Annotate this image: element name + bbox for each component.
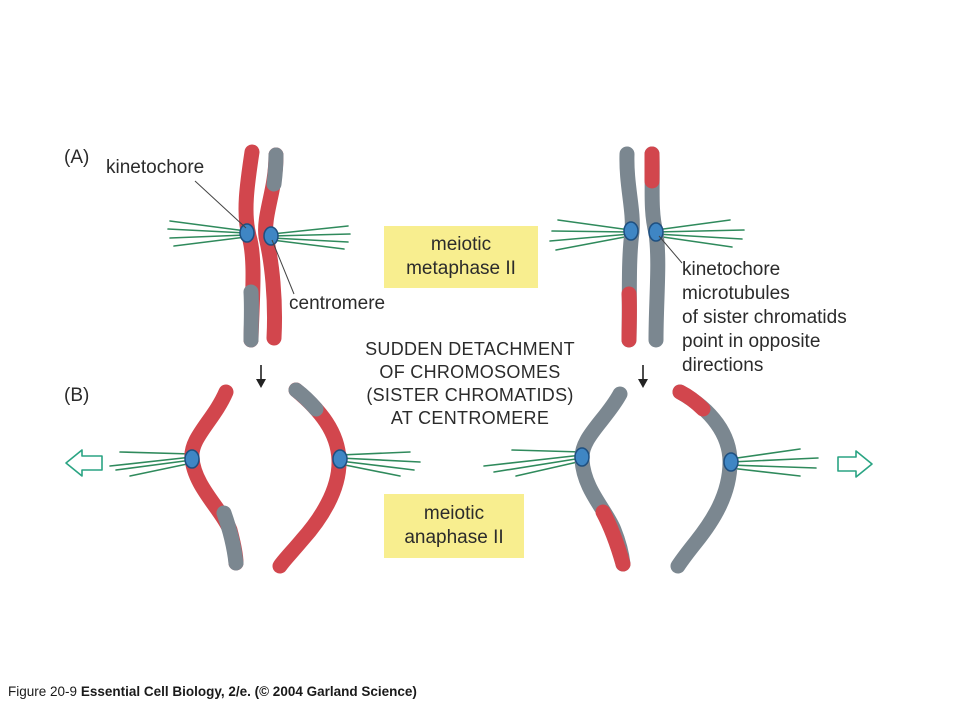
kinetochore xyxy=(723,452,739,472)
panel-b-label: (B) xyxy=(64,385,90,406)
chromatid-gray-tip xyxy=(216,505,244,571)
kinetochore xyxy=(184,449,200,469)
detachment-label: SUDDEN DETACHMENT OF CHROMOSOMES (SISTER… xyxy=(365,339,575,428)
kinetochore xyxy=(574,447,590,467)
leader-lines xyxy=(194,180,683,295)
metaphase-label-box: meiotic metaphase II xyxy=(384,226,538,288)
chromatid-red-tip xyxy=(672,384,711,417)
anaphase-label-box: meiotic anaphase II xyxy=(384,494,524,558)
left-arrow-icon xyxy=(65,449,103,477)
down-arrows xyxy=(256,365,648,388)
kinetochore-left xyxy=(239,223,255,243)
kinetochore xyxy=(332,449,348,469)
kinetochore-left xyxy=(623,221,639,241)
metaphase-left-chromosome xyxy=(167,144,351,348)
chromatid-gray-tip-right xyxy=(266,147,284,192)
chromatid-gray xyxy=(670,384,738,574)
kinetochore-label: kinetochore xyxy=(106,157,205,178)
anaphase-chromatid-4 xyxy=(670,384,819,574)
anaphase-chromatid-2 xyxy=(272,382,421,574)
microtubules-left-chromosome xyxy=(167,220,351,250)
microtubules-right-chromosome xyxy=(549,219,745,251)
anaphase-chromatid-1 xyxy=(109,384,244,571)
panel-a-label: (A) xyxy=(64,147,90,168)
chromatid-red-tip xyxy=(595,504,631,572)
right-arrow-icon xyxy=(837,450,873,478)
figure-caption: Figure 20-9 Essential Cell Biology, 2/e.… xyxy=(8,684,417,699)
chromatid-red xyxy=(272,382,347,574)
figure-number: Figure 20-9 xyxy=(8,684,78,699)
figure-source: Essential Cell Biology, 2/e. (© 2004 Gar… xyxy=(80,684,417,699)
centromere-label: centromere xyxy=(289,293,386,314)
kinetochore-microtubules-note: kinetochore microtubules of sister chrom… xyxy=(682,259,847,376)
kinetochore-right xyxy=(263,226,279,246)
metaphase-right-chromosome xyxy=(549,146,745,348)
anaphase-chromatid-3 xyxy=(483,386,631,572)
chromatid-gray-tip xyxy=(288,382,324,417)
